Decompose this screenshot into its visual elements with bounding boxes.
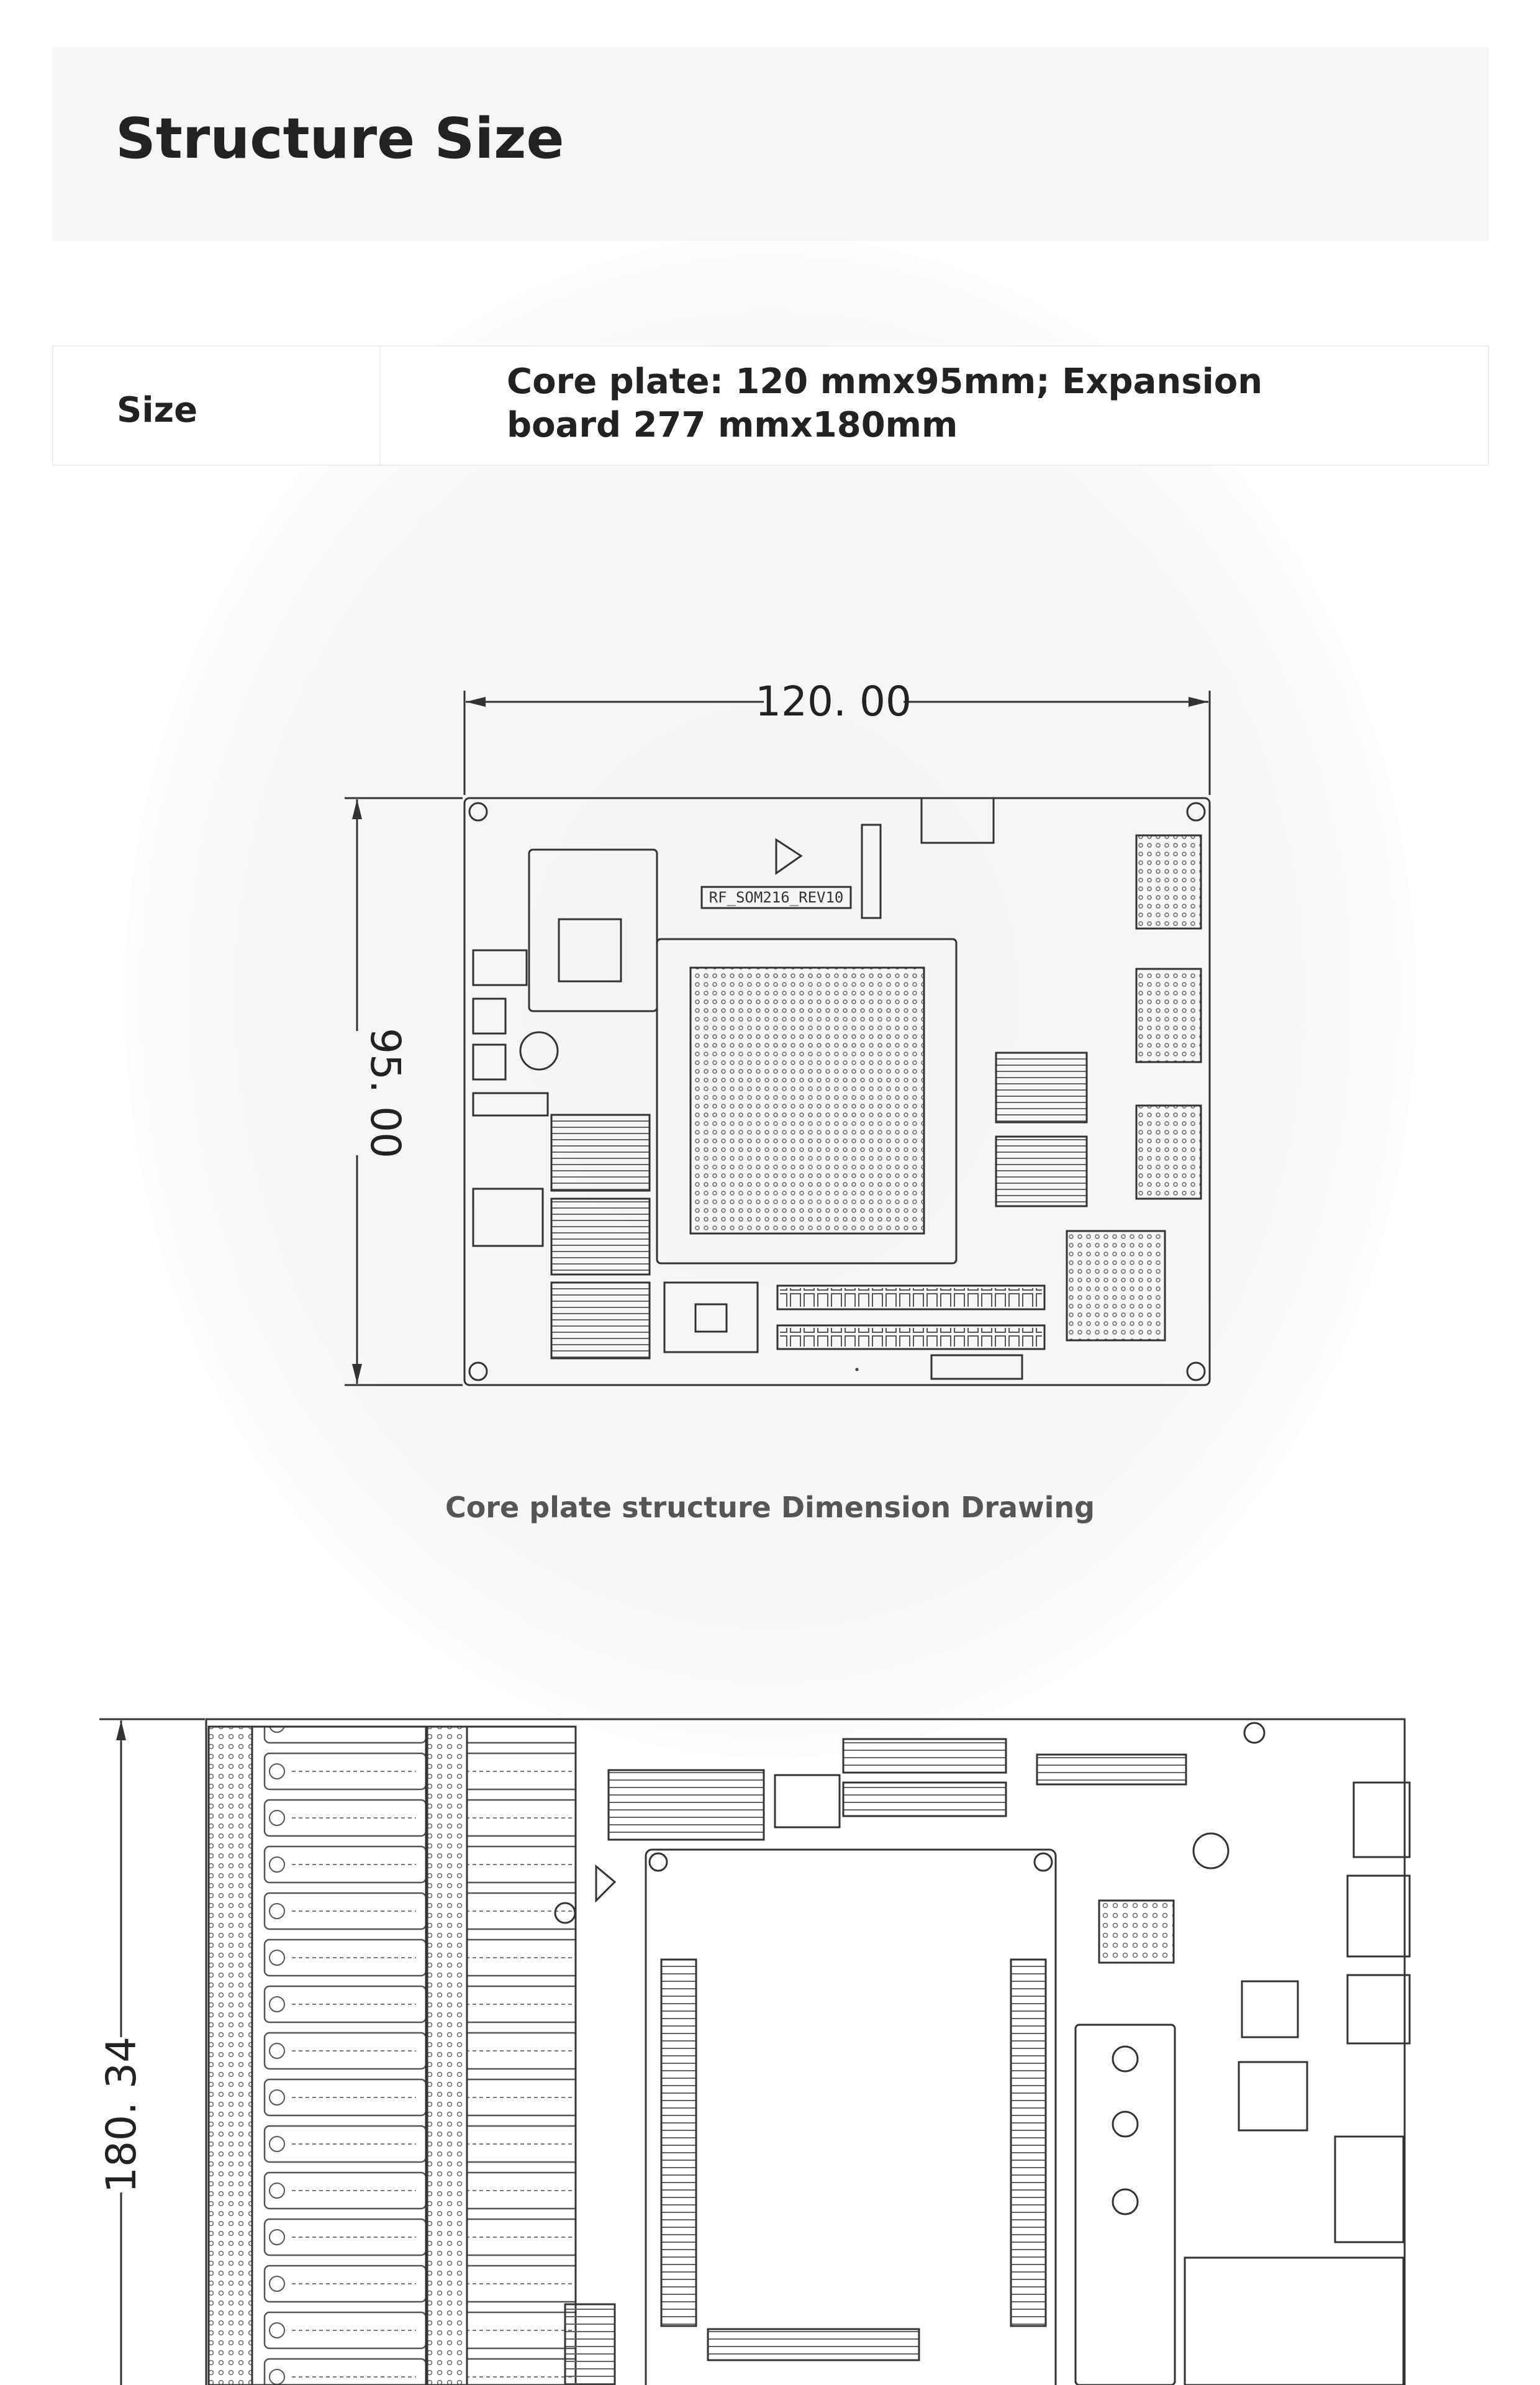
mount-hole-bl bbox=[468, 1361, 488, 1381]
board-to-board-connector-left bbox=[660, 1958, 697, 2327]
side-port-3 bbox=[1352, 1781, 1411, 1858]
dot-marker bbox=[855, 1368, 859, 1371]
expansion-board-drawing: 180. 34 bbox=[97, 1718, 1411, 2385]
memory-chip-3 bbox=[550, 1281, 651, 1360]
mount-hole-br bbox=[1186, 1361, 1206, 1381]
connector-slots-top bbox=[780, 1288, 1042, 1307]
exp-header-pins bbox=[564, 2303, 616, 2385]
top-connector bbox=[920, 797, 995, 844]
connector-bottom-row bbox=[776, 1324, 1046, 1350]
exp-height-dimension-label: 180. 34 bbox=[97, 2037, 145, 2193]
exp-round-part bbox=[1243, 1722, 1266, 1744]
section-header: Structure Size bbox=[52, 47, 1489, 241]
core-board-outline bbox=[463, 797, 1211, 1386]
side-part-2 bbox=[472, 997, 507, 1035]
small-ic bbox=[663, 1281, 759, 1353]
rj45-port-area bbox=[1184, 2256, 1405, 2385]
arrow-right bbox=[1189, 697, 1208, 707]
main-soc-chip bbox=[656, 938, 958, 1265]
mount-hole-tl bbox=[468, 802, 488, 822]
exp-ic-2 bbox=[1238, 2061, 1308, 2132]
spec-label: Size bbox=[117, 390, 198, 430]
rf-channel-column-1 bbox=[251, 1725, 427, 2385]
rf-column-dots-1 bbox=[207, 1725, 253, 2385]
exp-ic-1 bbox=[1241, 1980, 1299, 2038]
width-dimension-label: 120. 00 bbox=[755, 678, 912, 725]
flash-chip-3 bbox=[1135, 1104, 1202, 1200]
battery-icon bbox=[519, 1031, 559, 1071]
top-connector-2 bbox=[842, 1781, 1007, 1817]
socket-hole-2 bbox=[1033, 1852, 1053, 1872]
power-module bbox=[528, 848, 658, 1012]
bottom-connector bbox=[930, 1354, 1023, 1380]
side-part-1 bbox=[472, 949, 528, 986]
top-connector-1 bbox=[842, 1738, 1007, 1774]
board-label-box bbox=[700, 886, 852, 909]
arrow-top bbox=[352, 799, 362, 819]
memory-chip-4 bbox=[995, 1052, 1088, 1124]
rf-column-dots-2 bbox=[426, 1725, 468, 2385]
exp-ic-grid bbox=[1098, 1899, 1175, 1964]
heatsink-hole-3 bbox=[1112, 2188, 1139, 2215]
height-dimension-label: 95. 00 bbox=[361, 1028, 409, 1158]
exp-arrow-top bbox=[116, 1720, 126, 1740]
soc-ball-grid bbox=[689, 966, 925, 1235]
top-connector-4 bbox=[1036, 1753, 1187, 1786]
spec-value: Core plate: 120 mmx95mm; Expansion board… bbox=[507, 361, 1263, 445]
memory-chip-2 bbox=[550, 1197, 651, 1276]
top-connector-3 bbox=[607, 1769, 765, 1841]
side-port-1 bbox=[1346, 1974, 1411, 2045]
socket-hole-1 bbox=[648, 1852, 668, 1872]
side-port-2 bbox=[1346, 1874, 1411, 1958]
vertical-connector bbox=[861, 824, 882, 919]
arrow-left bbox=[466, 697, 486, 707]
board-to-board-connector-right bbox=[1010, 1958, 1047, 2327]
page-title: Structure Size bbox=[116, 106, 564, 171]
small-ic-core bbox=[694, 1303, 728, 1333]
side-part-5 bbox=[472, 1188, 544, 1247]
arrow-bottom bbox=[352, 1364, 362, 1384]
flash-chip-2 bbox=[1135, 968, 1202, 1063]
spec-divider bbox=[379, 347, 381, 465]
board-to-board-connector-bottom bbox=[707, 2328, 920, 2361]
bga-chip bbox=[1066, 1230, 1166, 1342]
top-ic bbox=[774, 1774, 841, 1828]
spec-table: Size Core plate: 120 mmx95mm; Expansion … bbox=[52, 345, 1489, 466]
exp-battery bbox=[1192, 1832, 1230, 1869]
connector-slots-bottom bbox=[780, 1328, 1042, 1347]
exp-test-point bbox=[554, 1902, 576, 1924]
expansion-board-outline bbox=[205, 1718, 1406, 2385]
rf-channel-column-2 bbox=[466, 1725, 577, 2385]
flash-chip-1 bbox=[1135, 834, 1202, 930]
memory-chip-5 bbox=[995, 1135, 1088, 1207]
core-plate-drawing: 120. 00 95. 00 bbox=[345, 678, 1211, 1386]
side-part-3 bbox=[472, 1043, 507, 1081]
core-drawing-caption: Core plate structure Dimension Drawing bbox=[445, 1491, 1095, 1524]
warning-triangle-icon bbox=[775, 838, 803, 875]
connector-top-row bbox=[776, 1284, 1046, 1311]
heatsink-hole-2 bbox=[1112, 2110, 1139, 2138]
mount-hole-tr bbox=[1186, 802, 1206, 822]
heatsink-area bbox=[1074, 2024, 1176, 2385]
usb-port bbox=[1334, 2135, 1405, 2243]
side-part-4 bbox=[472, 1092, 549, 1117]
memory-chip-1 bbox=[550, 1114, 651, 1192]
board-label: RF_SOM216_REV10 bbox=[709, 889, 844, 906]
exp-warning-triangle-icon bbox=[595, 1864, 617, 1903]
heatsink-hole-1 bbox=[1112, 2045, 1139, 2073]
power-ic bbox=[558, 918, 622, 983]
core-plate-socket bbox=[645, 1848, 1057, 2385]
